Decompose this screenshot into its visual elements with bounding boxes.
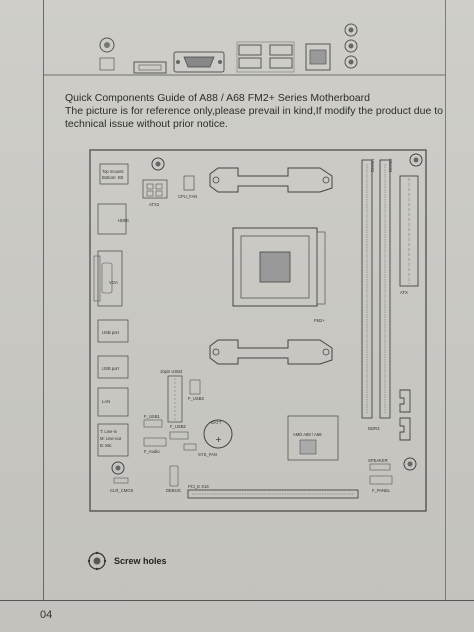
svg-text:ATX: ATX	[400, 290, 408, 295]
svg-text:USB port: USB port	[102, 366, 120, 371]
svg-text:B: Mic: B: Mic	[100, 443, 112, 448]
svg-text:VGA: VGA	[109, 280, 118, 285]
page-heading: Quick Components Guide of A88 / A68 FM2+…	[65, 92, 370, 104]
rear-io-diagram	[44, 23, 445, 76]
debug-header: DEBUG	[166, 465, 181, 493]
svg-text:DDR3: DDR3	[368, 426, 380, 431]
motherboard-diagram: Top mounts Bottom: KB ATX2 CPU_FAN HDMI	[89, 149, 427, 512]
svg-text:BATT: BATT	[211, 420, 222, 425]
svg-text:M: Line-out: M: Line-out	[100, 436, 122, 441]
svg-text:DEBUG: DEBUG	[166, 488, 181, 493]
screw-hole-icon	[409, 153, 423, 167]
sys-fan-header: SYS_FAN	[183, 443, 217, 457]
svg-text:SPEAKER: SPEAKER	[368, 458, 388, 463]
f-usb2-header: F_USB2	[169, 424, 189, 440]
usb3-header: 10pin USB3 F_USB3	[160, 369, 204, 423]
vga-port-icon	[173, 51, 225, 73]
screw-hole-icon	[403, 457, 417, 471]
svg-text:F_USB2: F_USB2	[170, 424, 186, 429]
svg-text:HDMI: HDMI	[118, 218, 129, 223]
page-number: 04	[40, 609, 53, 621]
svg-text:F_Audio: F_Audio	[144, 449, 160, 454]
page-border-right	[445, 0, 446, 600]
atx2-connector: ATX2	[142, 179, 168, 207]
svg-text:+: +	[215, 435, 222, 444]
svg-text:USB port: USB port	[102, 330, 120, 335]
cpu-retention-top	[209, 167, 333, 193]
ps2-port-icon	[99, 37, 115, 71]
svg-text:DIMM2: DIMM2	[388, 158, 393, 172]
svg-text:10pin USB3: 10pin USB3	[160, 369, 183, 374]
atx-power-connector: ATX	[399, 175, 419, 295]
chipset: AMD A88 / A68	[287, 415, 339, 461]
ps2-connector: Top mounts Bottom: KB	[99, 163, 129, 185]
svg-text:PCI_E X16: PCI_E X16	[188, 484, 209, 489]
svg-text:F_PANEL: F_PANEL	[372, 488, 391, 493]
pcie-x16-slot: PCI_E X16	[187, 484, 359, 499]
f-usb1-header: F_USB1	[143, 414, 163, 428]
audio-jacks-icon	[344, 23, 358, 69]
svg-text:FM2+: FM2+	[314, 318, 325, 323]
svg-text:CLR_CMOS: CLR_CMOS	[110, 488, 133, 493]
f-audio-header: F_Audio	[143, 437, 167, 454]
svg-text:T: Line-in: T: Line-in	[100, 429, 118, 434]
notice-text: The picture is for reference only,please…	[65, 105, 444, 130]
svg-text:CPU_FAN: CPU_FAN	[178, 194, 197, 199]
svg-text:LAN: LAN	[102, 399, 110, 404]
svg-text:SYS_FAN: SYS_FAN	[198, 452, 217, 457]
f-panel-header: F_PANEL	[369, 475, 393, 493]
hdmi-connector: HDMI	[97, 203, 129, 235]
svg-text:F_USB3: F_USB3	[188, 396, 204, 401]
clr-cmos-jumper: CLR_CMOS	[110, 477, 133, 493]
svg-text:Bottom: KB: Bottom: KB	[102, 175, 123, 180]
speaker-header: SPEAKER	[368, 458, 391, 471]
board-outline	[89, 149, 427, 512]
vga-connector: VGA	[93, 250, 123, 307]
cpu-socket: FM2+	[232, 227, 325, 323]
sata-connectors	[399, 389, 411, 441]
audio-connector: T: Line-in M: Line-out B: Mic	[97, 423, 129, 457]
lan-port-icon	[305, 43, 331, 71]
usb-ports-icon	[236, 41, 295, 73]
hdmi-port-icon	[133, 61, 167, 74]
ddr3-slot-a: DIMM1	[361, 158, 375, 419]
svg-text:ATX2: ATX2	[149, 202, 160, 207]
svg-text:Top mounts: Top mounts	[102, 169, 124, 174]
svg-text:DIMM1: DIMM1	[370, 158, 375, 172]
cpu-retention-bottom	[209, 339, 333, 365]
screw-hole-icon	[151, 157, 165, 171]
cpu-fan-header: CPU_FAN	[178, 175, 197, 199]
svg-text:AMD A88 / A68: AMD A88 / A68	[293, 432, 322, 437]
svg-text:F_USB1: F_USB1	[144, 414, 160, 419]
page-footer-rule	[0, 600, 474, 601]
ddr3-slot-b: DIMM2	[379, 158, 393, 419]
lan-connector: LAN	[97, 387, 129, 417]
page-border-left	[43, 0, 44, 600]
screw-hole-icon	[111, 461, 125, 475]
usb-port-connector: USB port	[97, 319, 129, 343]
screw-hole-legend-icon	[87, 551, 107, 571]
battery: BATT +	[203, 419, 233, 449]
usb-port-connector: USB port	[97, 355, 129, 379]
screw-holes-label: Screw holes	[114, 556, 167, 566]
